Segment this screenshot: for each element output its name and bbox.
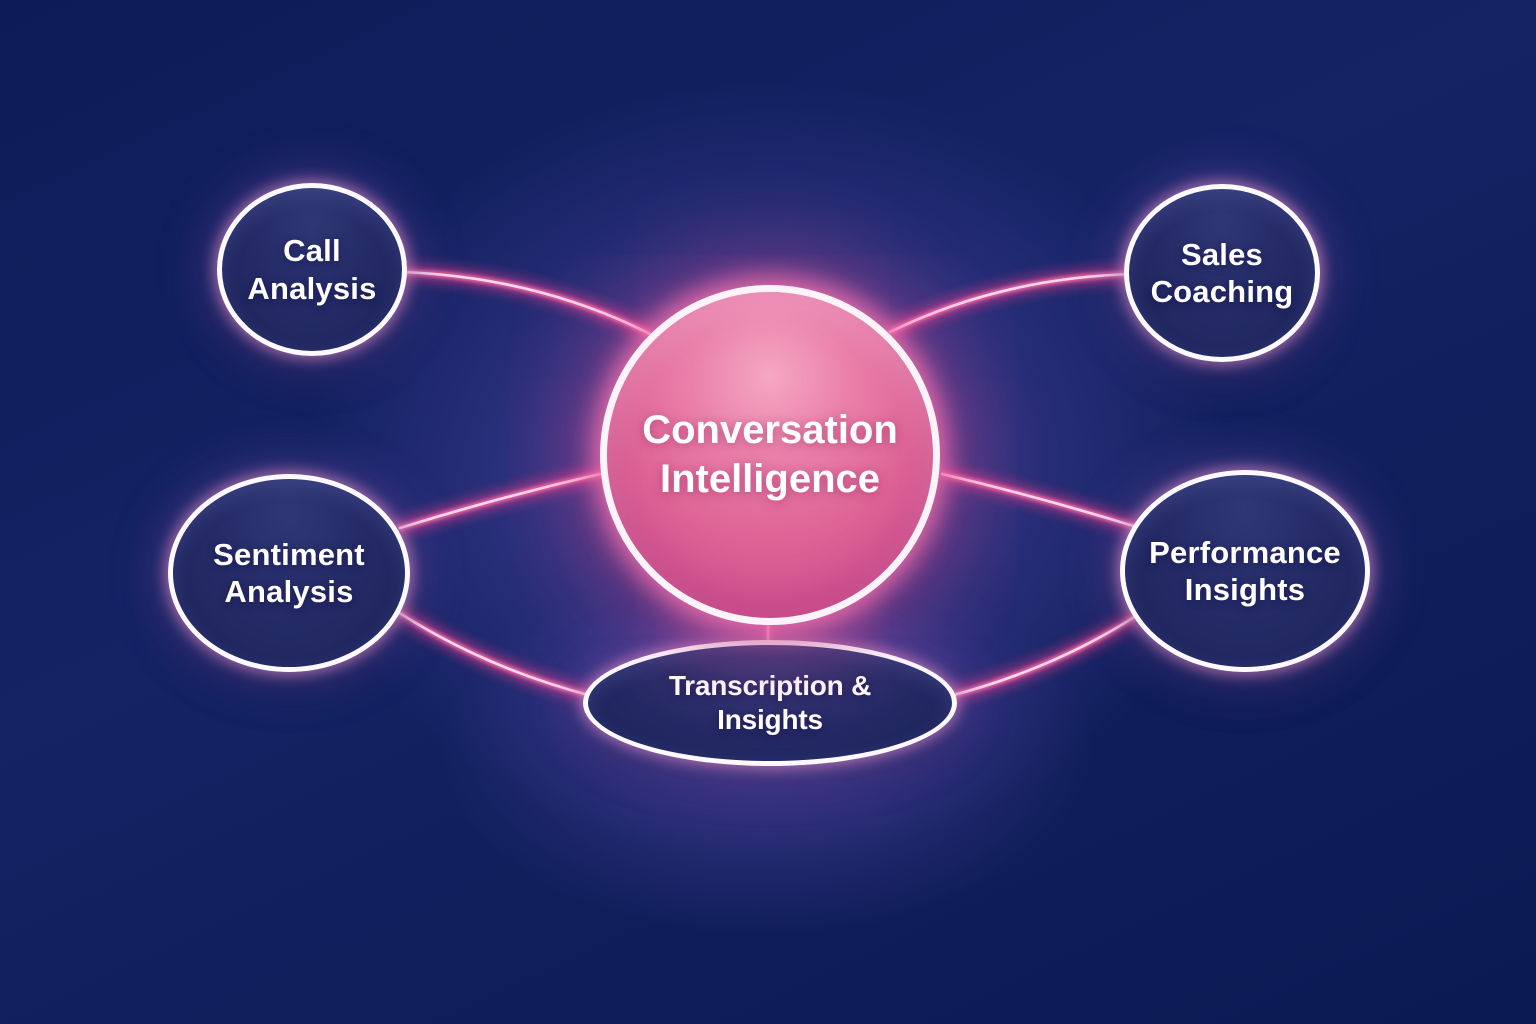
node-sentiment-analysis-label: Sentiment Analysis — [213, 536, 365, 609]
node-performance-insights: Performance Insights — [1120, 470, 1370, 672]
node-performance-insights-label: Performance Insights — [1149, 534, 1341, 607]
node-call-analysis-label: Call Analysis — [247, 233, 377, 306]
node-call-analysis: Call Analysis — [217, 183, 407, 356]
node-conversation-intelligence: Conversation Intelligence — [600, 285, 940, 625]
node-sales-coaching: Sales Coaching — [1124, 184, 1320, 362]
node-sales-coaching-label: Sales Coaching — [1150, 236, 1294, 309]
node-sentiment-analysis: Sentiment Analysis — [168, 474, 410, 672]
node-transcription-insights-label: Transcription & Insights — [668, 670, 872, 735]
node-transcription-insights: Transcription & Insights — [583, 640, 957, 766]
node-conversation-intelligence-label: Conversation Intelligence — [642, 408, 898, 501]
